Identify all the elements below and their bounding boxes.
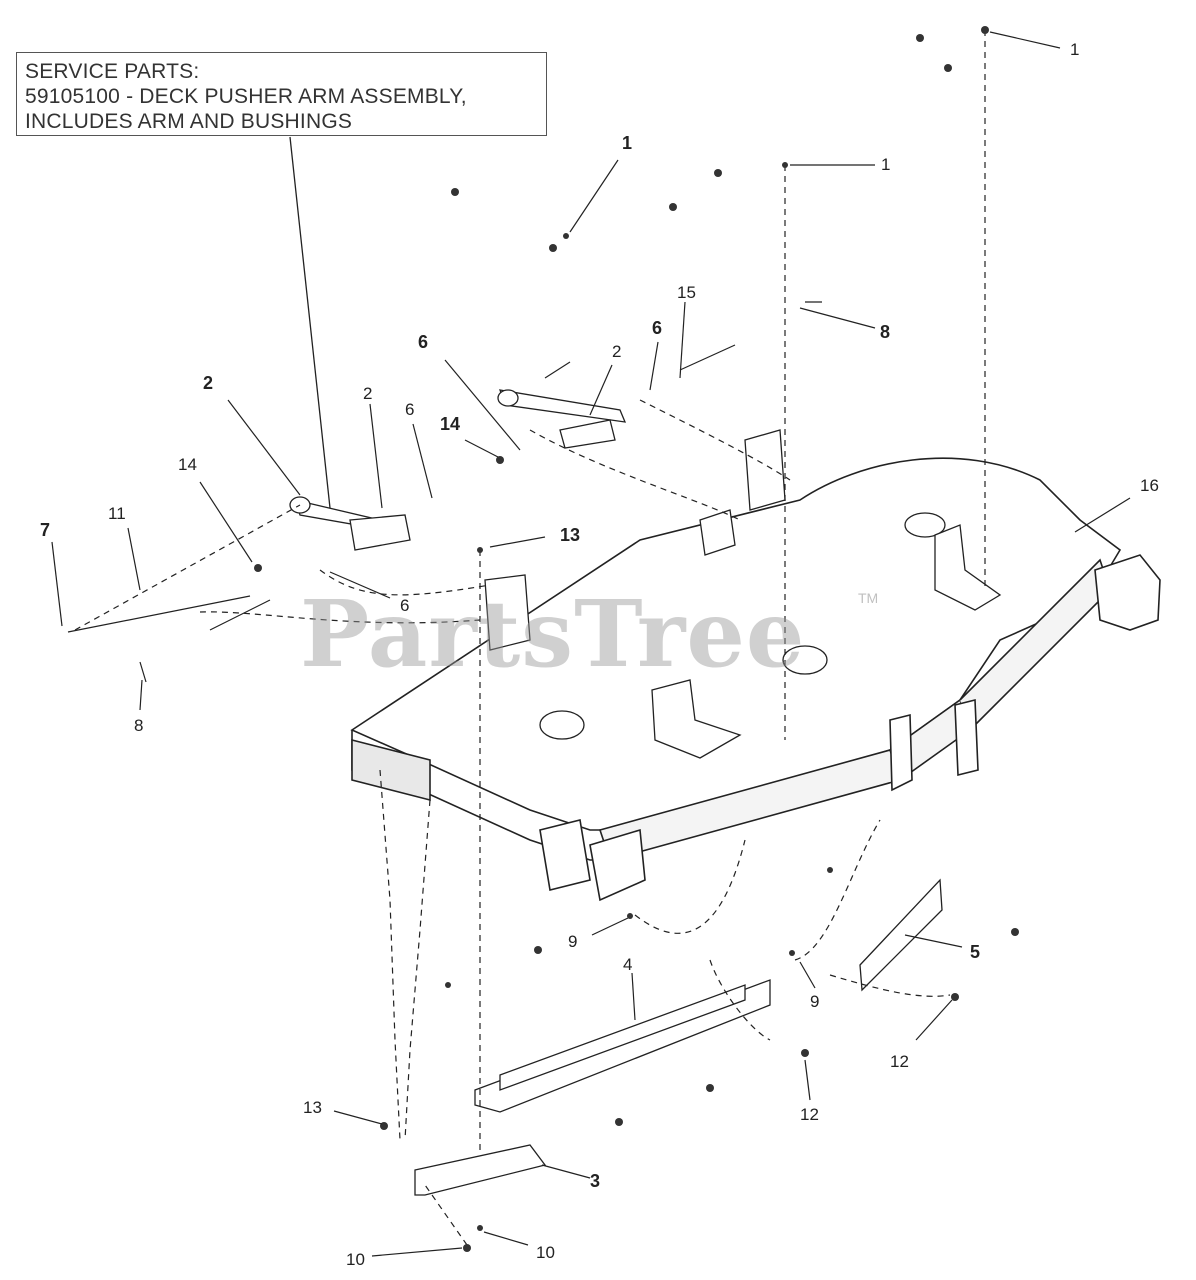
callout-6: 6 — [652, 318, 663, 338]
baffle-4 — [474, 979, 771, 1113]
callout-12: 12 — [890, 1052, 909, 1071]
callout-15: 15 — [677, 283, 696, 302]
callout-14: 14 — [440, 414, 461, 434]
callout-6: 6 — [418, 332, 429, 352]
callout-1: 1 — [622, 133, 633, 153]
callout-6: 6 — [400, 596, 410, 615]
callout-11: 11 — [108, 504, 126, 523]
hardware — [254, 26, 1019, 1252]
callout-3: 3 — [590, 1171, 601, 1191]
bolts — [67, 301, 822, 683]
callout-9: 9 — [810, 992, 820, 1011]
callout-leaders — [51, 31, 1131, 1257]
service-parts-title: SERVICE PARTS: — [25, 60, 200, 83]
service-parts-description: INCLUDES ARM AND BUSHINGS — [25, 110, 353, 133]
pusher-arm-left — [289, 496, 411, 551]
callout-14: 14 — [178, 455, 197, 474]
watermark-trademark: TM — [858, 590, 879, 606]
pusher-arm-right — [497, 389, 627, 449]
baffle-3 — [414, 1144, 547, 1196]
callout-2: 2 — [363, 384, 373, 403]
watermark: PartsTree — [300, 580, 806, 688]
callout-13: 13 — [303, 1098, 322, 1117]
callout-16: 16 — [1140, 476, 1159, 495]
baffle-5 — [859, 878, 943, 992]
callout-12: 12 — [800, 1105, 819, 1124]
callout-2: 2 — [612, 342, 622, 361]
callout-5: 5 — [970, 942, 981, 962]
mower-deck — [350, 457, 1161, 902]
service-parts-note: SERVICE PARTS: 59105100 - DECK PUSHER AR… — [16, 52, 547, 136]
service-leader-line — [289, 136, 331, 509]
callout-1: 1 — [1070, 40, 1080, 59]
assembly-lines — [74, 30, 986, 1246]
callout-1: 1 — [881, 155, 891, 174]
callout-13: 13 — [560, 525, 581, 545]
callout-8: 8 — [134, 716, 144, 735]
spindle-holes — [539, 512, 946, 740]
callout-10: 10 — [346, 1250, 365, 1269]
callout-10: 10 — [536, 1243, 555, 1262]
callout-7: 7 — [40, 520, 51, 540]
callout-4: 4 — [623, 955, 633, 974]
callout-2: 2 — [203, 373, 214, 393]
callout-6: 6 — [405, 400, 415, 419]
callout-8: 8 — [880, 322, 891, 342]
callout-9: 9 — [568, 932, 578, 951]
service-parts-number: 59105100 - DECK PUSHER ARM ASSEMBLY, — [25, 85, 467, 108]
